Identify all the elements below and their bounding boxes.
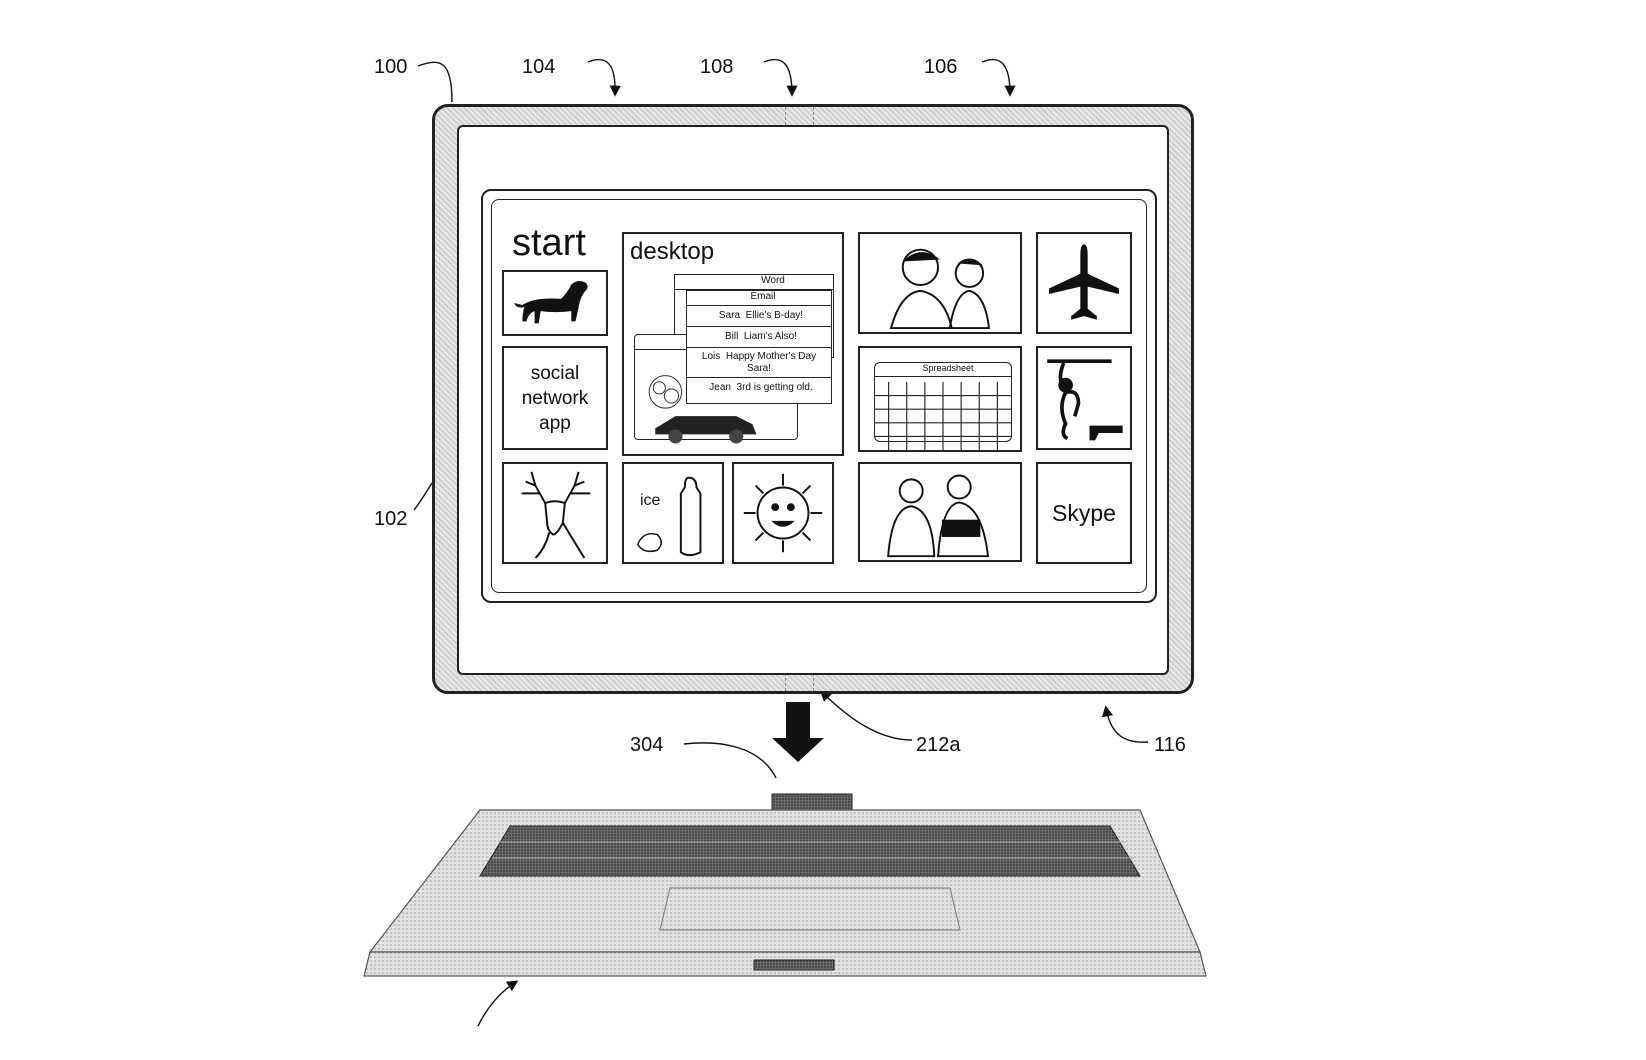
email-window[interactable]: Email Sara Ellie's B-day! Bill Liam's Al… bbox=[686, 290, 832, 404]
tile-ice[interactable]: ice bbox=[622, 462, 724, 564]
monkey-icon bbox=[1047, 359, 1123, 441]
tile-desktop[interactable]: desktop Word Browser bbox=[622, 232, 844, 456]
keyboard-keys[interactable] bbox=[479, 825, 1141, 877]
tile-deer[interactable] bbox=[502, 462, 608, 564]
ref-212a: 212a bbox=[916, 734, 961, 756]
ref-304: 304 bbox=[630, 734, 664, 756]
email-row[interactable]: Sara Ellie's B-day! bbox=[687, 306, 831, 327]
cocktail-shaker-icon bbox=[636, 476, 702, 557]
email-row[interactable]: Bill Liam's Also! bbox=[687, 327, 831, 348]
family-photo-icon bbox=[889, 248, 991, 330]
sun-face-icon bbox=[743, 473, 823, 553]
trackpad[interactable] bbox=[659, 887, 961, 931]
tile-dog[interactable] bbox=[502, 270, 608, 336]
social-line-1: social bbox=[530, 362, 580, 384]
start-screen: start desktop Word Browser bbox=[481, 189, 1157, 603]
keyboard-base bbox=[363, 793, 1207, 977]
email-row[interactable]: Lois Happy Mother's Day Sara! bbox=[687, 348, 831, 378]
ref-102: 102 bbox=[374, 508, 408, 530]
skype-label: Skype bbox=[1052, 499, 1116, 526]
leader-116 bbox=[1101, 705, 1149, 743]
attach-arrow-icon bbox=[772, 702, 824, 762]
tile-social-network-app[interactable]: social network app bbox=[502, 346, 608, 450]
desktop-label: desktop bbox=[630, 238, 715, 265]
ref-108: 108 bbox=[700, 56, 734, 78]
car-flower-icon bbox=[648, 375, 757, 444]
word-title: Word bbox=[675, 275, 833, 290]
tablet-screen: start desktop Word Browser bbox=[457, 125, 1169, 675]
social-line-2: network bbox=[521, 387, 589, 409]
start-title: start bbox=[512, 222, 586, 264]
ice-label: ice bbox=[640, 492, 661, 509]
leader-304 bbox=[683, 742, 777, 779]
docking-connector bbox=[771, 793, 853, 813]
tile-spreadsheet[interactable]: Spreadsheet bbox=[858, 346, 1022, 452]
email-title: Email bbox=[687, 291, 831, 306]
airplane-icon bbox=[1049, 244, 1119, 320]
tile-people-photo[interactable] bbox=[858, 462, 1022, 562]
tile-sun-face[interactable] bbox=[732, 462, 834, 564]
deer-icon bbox=[521, 471, 591, 559]
leader-104 bbox=[587, 58, 621, 97]
spreadsheet-window: Spreadsheet bbox=[874, 362, 1012, 450]
leader-106 bbox=[981, 58, 1016, 97]
front-latch bbox=[753, 959, 835, 971]
ref-106: 106 bbox=[924, 56, 958, 78]
spreadsheet-title: Spreadsheet bbox=[875, 363, 1011, 377]
tile-monkey[interactable] bbox=[1036, 346, 1132, 450]
social-line-3: app bbox=[539, 412, 571, 434]
ref-100: 100 bbox=[374, 56, 408, 78]
start-screen-inner: start desktop Word Browser bbox=[491, 199, 1147, 593]
ref-104: 104 bbox=[522, 56, 556, 78]
tablet-device: start desktop Word Browser bbox=[432, 104, 1194, 694]
people-photo-icon bbox=[887, 474, 990, 558]
ref-116: 116 bbox=[1154, 734, 1186, 756]
leader-108 bbox=[763, 58, 798, 97]
leader-100 bbox=[417, 61, 453, 103]
leader-bottom bbox=[477, 980, 519, 1027]
tile-airplane[interactable] bbox=[1036, 232, 1132, 334]
spreadsheet-grid-icon bbox=[875, 382, 1011, 450]
tile-family-photo[interactable] bbox=[858, 232, 1022, 334]
tile-skype[interactable]: Skype bbox=[1036, 462, 1132, 564]
email-row[interactable]: Jean 3rd is getting old. bbox=[709, 382, 813, 393]
leader-212a bbox=[820, 690, 913, 741]
dog-icon bbox=[514, 280, 588, 324]
